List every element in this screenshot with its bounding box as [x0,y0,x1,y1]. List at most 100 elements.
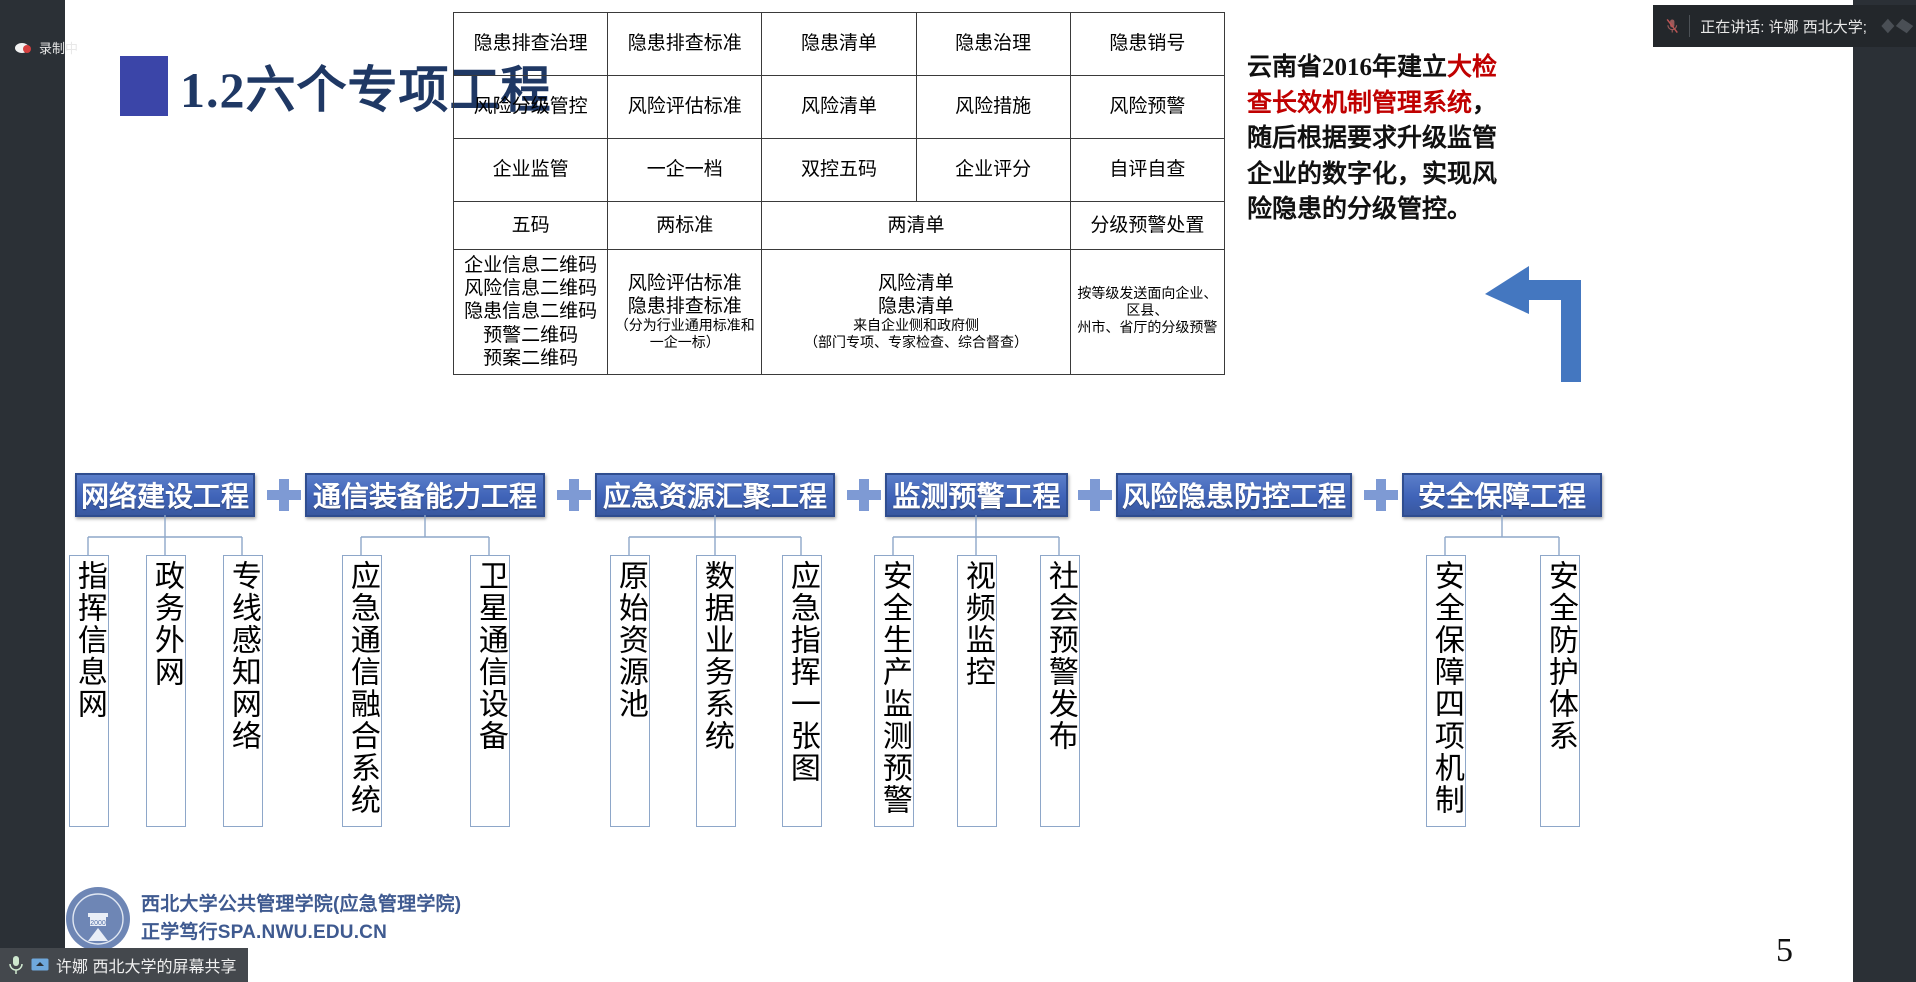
leaf-box[interactable]: 社会预警发布 [1040,555,1080,827]
leaf-box[interactable]: 卫星通信设备 [470,555,510,827]
cell-line: 按等级发送面向企业、区县、 [1077,287,1218,320]
cell-line: 隐患排查标准 [627,295,742,317]
cell-line: 预警二维码 [483,324,579,346]
table-cell: 五码 [452,201,609,250]
project-banner-2[interactable]: 应急资源汇聚工程 [595,473,835,517]
mic-icon [9,956,23,974]
table-cell: 自评自查 [1069,138,1226,202]
table-cell-two-lists: 风险清单 隐患清单 来自企业侧和政府侧 （部门专项、专家检查、综合督查） [761,249,1071,375]
left-elbow-arrow-icon [1485,266,1581,382]
mic-muted-icon [1666,19,1678,33]
plus-connector-icon [557,479,591,511]
leaf-label: 政务外网 [149,560,183,688]
cell-line: 企业信息二维码 [464,255,598,276]
project-title: 风险隐患防控工程 [1121,482,1346,513]
divider [1689,15,1691,37]
table-cell: 风险评估标准 [607,75,763,139]
leaf-label: 数据业务系统 [699,560,733,752]
cell-line: 风险清单 [878,272,955,294]
cell-subline: （分为行业通用标准和一企一标） [614,319,755,352]
note-part2: ，随后根据要求升级监管企业的数字化，实现风险隐患的分级管控。 [1247,89,1498,224]
table-row: 五码 两标准 两清单 分级预警处置 [452,201,1226,250]
leaf-label: 卫星通信设备 [473,560,507,752]
project-banner-0[interactable]: 网络建设工程 [75,473,255,517]
plus-connector-icon [267,479,301,511]
project-title: 应急资源汇聚工程 [602,482,827,513]
project-banner-5[interactable]: 安全保障工程 [1402,473,1602,517]
plus-connector-icon [1078,479,1112,511]
cell-line: 预案二维码 [483,347,579,369]
screen-share-icon [31,958,49,971]
table-cell: 一企一档 [607,138,763,202]
table-cell: 两清单 [761,201,1071,250]
university-seal-icon: 2000 [66,887,130,951]
presentation-slide: 1.2六个专项工程 隐患排查治理 隐患排查标准 隐患清单 隐患治理 隐患销号 风… [65,0,1853,982]
leaf-box[interactable]: 安全防护体系 [1540,555,1580,827]
table-cell-five-codes: 企业信息二维码 风险信息二维码 隐患信息二维码 预警二维码 预案二维码 [452,249,609,375]
leaf-box[interactable]: 应急通信融合系统 [342,555,382,827]
screen-share-status-bar: 许娜 西北大学的屏幕共享 [0,948,249,982]
video-tile-placeholder-icon [1881,18,1914,34]
note-part1: 云南省2016年建立 [1247,54,1448,81]
table-cell: 双控五码 [761,138,917,202]
leaf-box[interactable]: 安全保障四项机制 [1426,555,1466,827]
table-cell: 隐患排查治理 [452,12,609,76]
leaf-box[interactable]: 应急指挥一张图 [782,555,822,827]
table-cell: 风险清单 [761,75,917,139]
leaf-label: 应急通信融合系统 [345,560,379,816]
tree-connector-lines [87,515,1560,555]
leaf-box[interactable]: 原始资源池 [610,555,650,827]
active-speaker-bar: 正在讲话: 许娜 西北大学; [1653,5,1916,47]
leaf-label: 社会预警发布 [1043,560,1077,752]
cell-line: 隐患信息二维码 [464,301,598,323]
table-row: 风险分级管控 风险评估标准 风险清单 风险措施 风险预警 [452,75,1226,139]
footer-line-2: 正学笃行SPA.NWU.EDU.CN [141,922,388,943]
footer-line-1: 西北大学公共管理学院(应急管理学院) [141,894,462,916]
table-cell: 风险措施 [915,75,1071,139]
table-cell: 风险分级管控 [452,75,609,139]
svg-text:2000: 2000 [90,920,106,927]
project-banner-3[interactable]: 监测预警工程 [885,473,1068,517]
table-cell: 隐患销号 [1069,12,1226,76]
leaf-box[interactable]: 政务外网 [146,555,186,827]
recording-indicator: 录制中 [14,38,78,57]
table-row: 企业信息二维码 风险信息二维码 隐患信息二维码 预警二维码 预案二维码 风险评估… [452,249,1226,375]
table-cell: 隐患排查标准 [607,12,763,76]
note-highlight: 大检查长效机制管理系统 [1247,54,1498,117]
recording-label: 录制中 [39,41,79,56]
table-cell-graded-warning: 按等级发送面向企业、区县、 州市、省厅的分级预警 [1069,249,1226,375]
leaf-box[interactable]: 专线感知网络 [223,555,263,827]
side-note-text: 云南省2016年建立大检查长效机制管理系统，随后根据要求升级监管企业的数字化，实… [1247,50,1515,228]
risk-hazard-matrix-table: 隐患排查治理 隐患排查标准 隐患清单 隐患治理 隐患销号 风险分级管控 风险评估… [452,12,1226,375]
table-cell: 企业评分 [915,138,1071,202]
cell-subline: （部门专项、专家检查、综合督查） [804,336,1029,352]
leaf-box[interactable]: 视频监控 [957,555,997,827]
leaf-box[interactable]: 数据业务系统 [696,555,736,827]
plus-connector-icon [1364,479,1398,511]
cell-subline: 来自企业侧和政府侧 [853,319,980,335]
leaf-label: 专线感知网络 [226,560,260,752]
leaf-label: 安全生产监测预警 [877,560,911,816]
share-label: 许娜 西北大学的屏幕共享 [56,959,237,976]
leaf-label: 安全保障四项机制 [1429,560,1463,816]
page-number: 5 [1776,932,1793,969]
record-dot-icon [15,42,31,53]
table-cell: 风险预警 [1069,75,1226,139]
speaker-label: 正在讲话: 许娜 西北大学; [1700,18,1867,36]
project-banner-4[interactable]: 风险隐患防控工程 [1116,473,1352,517]
project-banner-1[interactable]: 通信装备能力工程 [305,473,545,517]
leaf-label: 原始资源池 [613,560,647,720]
plus-connector-icon [847,479,881,511]
table-cell: 两标准 [607,201,763,250]
project-title: 监测预警工程 [892,482,1061,513]
cell-line: 风险评估标准 [627,272,742,294]
cell-line: 州市、省厅的分级预警 [1077,321,1218,337]
table-cell: 企业监管 [452,138,609,202]
leaf-label: 应急指挥一张图 [785,560,819,784]
project-title: 安全保障工程 [1417,482,1586,513]
cell-line: 隐患清单 [878,295,955,317]
footer-branding: 2000 西北大学公共管理学院(应急管理学院) 正学笃行SPA.NWU.EDU.… [65,886,461,952]
leaf-label: 安全防护体系 [1543,560,1577,752]
leaf-box[interactable]: 指挥信息网 [69,555,109,827]
leaf-box[interactable]: 安全生产监测预警 [874,555,914,827]
